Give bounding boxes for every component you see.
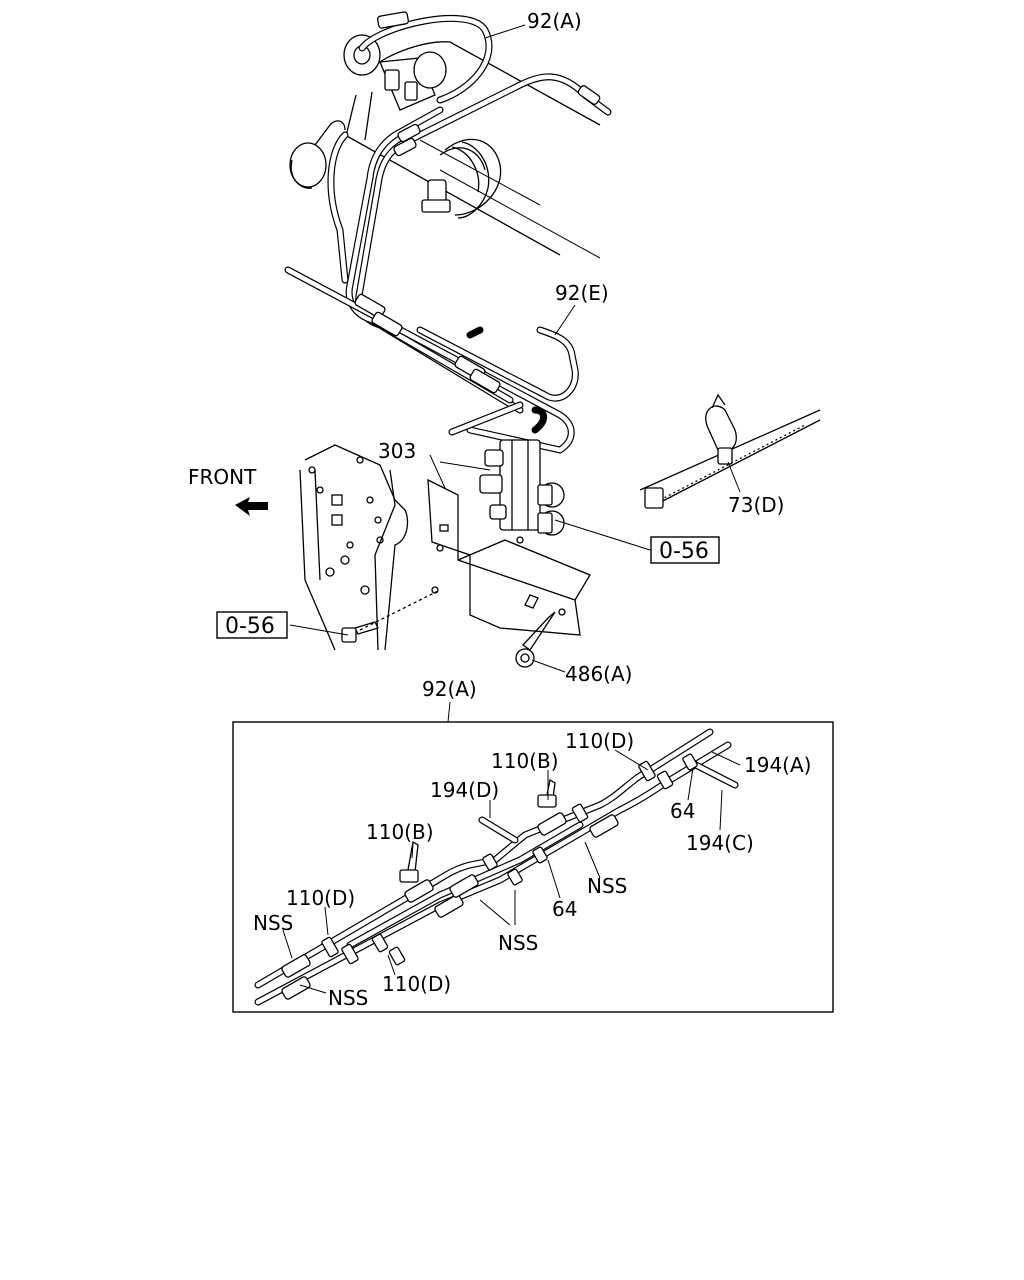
hose-92A-top [358, 11, 493, 104]
front-label: FRONT [188, 465, 257, 489]
clip-73D [639, 393, 821, 509]
mounting-bracket [427, 478, 591, 636]
ref-056-left-label: 0-56 [225, 614, 275, 639]
label-194D: 194(D) [430, 778, 499, 802]
label-nss-center: NSS [587, 874, 627, 898]
detail-leaders [282, 749, 741, 994]
callout-73D: 73(D) [728, 493, 784, 517]
stud-nut-486A [515, 611, 556, 668]
axle-housing [289, 34, 601, 259]
frame-rail [299, 444, 409, 651]
front-arrow-icon [235, 497, 268, 516]
label-110B-upper: 110(B) [491, 749, 559, 773]
bolt [341, 589, 441, 643]
label-64-center: 64 [552, 897, 577, 921]
callout-92E: 92(E) [555, 281, 609, 305]
label-110D-bottom: 110(D) [382, 972, 451, 996]
label-64-right: 64 [670, 799, 695, 823]
callout-486A: 486(A) [565, 662, 632, 686]
label-nss-left: NSS [253, 911, 293, 935]
callout-92A: 92(A) [527, 9, 582, 33]
upper-assembly [235, 11, 821, 673]
label-194C: 194(C) [686, 831, 754, 855]
detail-title: 92(A) [422, 677, 477, 701]
label-110B-lower: 110(B) [366, 820, 434, 844]
label-194A: 194(A) [744, 753, 811, 777]
main-brake-pipes [284, 73, 612, 454]
callout-303: 303 [378, 439, 416, 463]
label-110D-top: 110(D) [565, 729, 634, 753]
ref-box-056-left: 0-56 [216, 611, 288, 639]
proportioning-valve-303 [448, 401, 565, 544]
label-nss-bottom: NSS [328, 986, 368, 1010]
ref-056-right-label: 0-56 [659, 539, 709, 564]
ref-box-056-right: 0-56 [650, 536, 720, 564]
label-110D-left: 110(D) [286, 886, 355, 910]
label-nss-middle: NSS [498, 931, 538, 955]
detail-pipes [254, 728, 739, 1006]
